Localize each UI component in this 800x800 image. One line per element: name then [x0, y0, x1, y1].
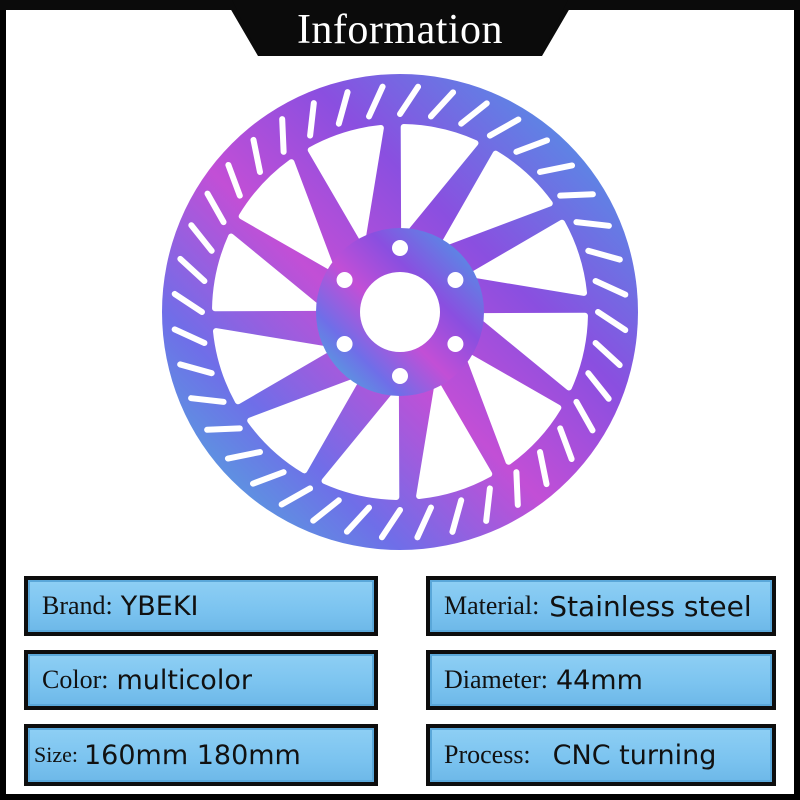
- rotor-slot: [573, 398, 596, 434]
- product-image: [140, 62, 660, 562]
- rotor-slot: [557, 425, 575, 463]
- rotor-cutout: [441, 150, 553, 247]
- rotor-slot: [573, 219, 612, 229]
- rotor-slot: [458, 100, 490, 127]
- rotor-slot: [204, 190, 227, 226]
- spec-material: Material: Stainless steel: [426, 576, 776, 636]
- rotor-cutout: [465, 353, 562, 465]
- rotor-slot: [378, 507, 403, 541]
- rotor-slot: [279, 116, 287, 155]
- process-label: Process:: [444, 740, 531, 769]
- spec-brand: Brand: YBEKI: [24, 576, 378, 636]
- brake-rotor-icon: [162, 74, 638, 550]
- spec-diameter: Diameter: 44mm: [426, 650, 776, 710]
- rotor-slot: [483, 485, 493, 524]
- rotor-slot: [585, 370, 612, 402]
- rotor-cutout: [247, 377, 359, 474]
- size-value: 160mm 180mm: [84, 739, 301, 771]
- rotor-slot: [250, 136, 263, 175]
- rotor-cutout: [478, 312, 588, 391]
- rotor-cutout: [212, 233, 322, 312]
- rotor-slot: [177, 361, 215, 377]
- rotor-slot: [188, 395, 227, 405]
- rotor-slot: [486, 116, 522, 139]
- rotor-slot: [307, 100, 317, 139]
- page-title: Information: [296, 7, 504, 53]
- color-label: Color:: [42, 665, 109, 694]
- rotor-slot: [224, 449, 263, 462]
- rotor-slot: [278, 485, 314, 508]
- rotor-slot: [513, 137, 551, 155]
- rotor-slot: [592, 339, 623, 369]
- rotor-slot: [343, 504, 373, 535]
- brand-label: Brand:: [42, 591, 113, 620]
- rotor-cutout: [212, 328, 331, 405]
- material-label: Material:: [444, 591, 540, 620]
- brand-value: YBEKI: [120, 590, 199, 622]
- spec-size: Size: 160mm 180mm: [24, 724, 378, 786]
- rotor-slot: [595, 309, 629, 334]
- spec-color: Color: multicolor: [24, 650, 378, 710]
- rotor-slot: [171, 326, 208, 346]
- diameter-value: 44mm: [555, 664, 643, 696]
- rotor-cutout: [416, 381, 493, 500]
- rotor-slot: [177, 255, 208, 285]
- spec-process: Process: CNC turning: [426, 724, 776, 786]
- rotor-slot: [537, 449, 550, 488]
- rotor-slot: [449, 497, 465, 535]
- rotor-slot: [310, 497, 342, 524]
- rotor-slot: [249, 469, 287, 487]
- material-value: Stainless steel: [549, 589, 752, 623]
- rotor-slot: [557, 191, 596, 199]
- rotor-slot: [397, 83, 422, 117]
- rotor-bolt-hole: [447, 336, 464, 352]
- rotor-slot: [335, 89, 351, 127]
- color-value: multicolor: [116, 664, 252, 696]
- rotor-slot: [585, 247, 623, 263]
- rotor-bolt-hole: [336, 336, 353, 352]
- rotor-slot: [225, 161, 243, 199]
- rotor-slot: [592, 278, 629, 298]
- rotor-bolt-hole: [336, 272, 353, 288]
- rotor-cutout: [321, 390, 400, 500]
- rotor-bolt-hole: [392, 240, 408, 256]
- rotor-slot: [513, 469, 521, 508]
- rotor-bolt-hole: [447, 272, 464, 288]
- process-value: CNC turning: [552, 739, 717, 771]
- rotor-cutout: [400, 124, 479, 234]
- diameter-label: Diameter:: [444, 665, 548, 694]
- header-banner: Information: [0, 0, 800, 70]
- size-label: Size:: [34, 742, 78, 767]
- rotor-slot: [204, 425, 243, 433]
- rotor-slot: [366, 83, 386, 120]
- rotor-cutout: [238, 159, 335, 271]
- rotor-cutout: [307, 124, 384, 243]
- rotor-slot: [427, 89, 457, 120]
- banner-shape: [0, 0, 800, 56]
- rotor-slot: [171, 290, 205, 315]
- rotor-cutout: [469, 219, 588, 296]
- rotor-bolt-hole: [392, 368, 408, 384]
- rotor-slot: [414, 504, 434, 541]
- rotor-slot: [537, 162, 576, 175]
- rotor-center-hole: [360, 272, 440, 352]
- rotor-slot: [188, 222, 215, 254]
